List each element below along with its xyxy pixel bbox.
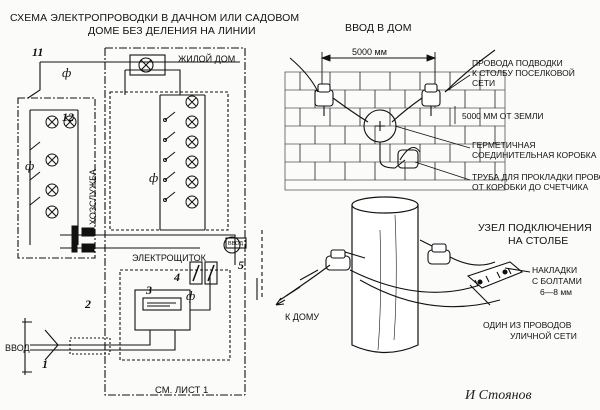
phase-mark-house: ф: [149, 170, 159, 185]
see-sheet-label: СМ. ЛИСТ 1: [155, 385, 209, 396]
wall-insulators: [314, 83, 441, 116]
panel-label: ЭЛЕКТРОЩИТОК: [132, 253, 206, 263]
pipe-label-1: ТРУБА ДЛЯ ПРОКЛАДКИ ПРОВОДА: [472, 172, 600, 182]
junction-blocks: [71, 225, 95, 253]
dimension-top-value: 5000 мм: [352, 47, 387, 57]
callout-5: 5: [238, 258, 244, 272]
to-house-label: К ДОМУ: [285, 312, 320, 322]
input-wires: [289, 49, 496, 169]
leader-lines-top: [394, 74, 471, 181]
pole-node-title-1: УЗЕЛ ПОДКЛЮЧЕНИЯ: [478, 222, 592, 234]
meter-tag: ВВОД: [228, 241, 244, 247]
plates-label-1: НАКЛАДКИ: [532, 265, 578, 275]
street-wire-label-1: ОДИН ИЗ ПРОВОДОВ: [483, 320, 572, 330]
callout-3: 3: [146, 283, 152, 297]
plates-label-3: 6—8 мм: [540, 287, 573, 297]
input-label: ВВОД: [5, 343, 30, 353]
box-label-1: ГЕРМЕТИЧНАЯ: [472, 140, 536, 150]
pole: [351, 196, 419, 354]
wires-label-3: СЕТИ: [472, 78, 496, 88]
pole-node-title-2: НА СТОЛБЕ: [508, 235, 569, 247]
lamp-symbols-house: [163, 95, 199, 209]
schema-title-line1: СХЕМА ЭЛЕКТРОПРОВОДКИ В ДАЧНОМ ИЛИ САДОВ…: [10, 12, 300, 24]
lamp-symbols-outbuilding: [29, 115, 77, 219]
pipe-label-2: ОТ КОРОБКИ ДО СЧЕТЧИКА: [472, 182, 589, 192]
callout-1: 1: [42, 357, 48, 371]
phase-mark-top: ф: [62, 65, 72, 80]
ground-height-label: 5000 мм ОТ ЗЕМЛИ: [462, 111, 544, 121]
callout-12: 12: [62, 110, 74, 124]
outbuilding-label: ХОЗСЛУЖБА: [88, 169, 98, 225]
callout-2: 2: [85, 297, 91, 311]
dimension-top: [320, 52, 437, 90]
house-label: ЖИЛОЙ ДОМ: [178, 54, 236, 64]
box-label-2: СОЕДИНИТЕЛЬНАЯ КОРОБКА: [472, 150, 597, 160]
pole-fittings: [275, 239, 531, 308]
schema-title-line2: ДОМЕ БЕЗ ДЕЛЕНИЯ НА ЛИНИИ: [88, 25, 256, 37]
wires-label-1: ПРОВОДА ПОДВОДКИ: [472, 58, 563, 68]
phase-mark-outbuilding: ф: [25, 158, 35, 173]
callout-11: 11: [32, 45, 44, 59]
wires-label-2: К СТОЛБУ ПОСЕЛКОВОЙ: [472, 68, 575, 78]
author-signature: И Стоянов: [465, 388, 532, 403]
street-wire-label-2: УЛИЧНОЙ СЕТИ: [510, 331, 577, 341]
entry-title: ВВОД В ДОМ: [345, 22, 412, 34]
plates-label-2: С БОЛТАМИ: [532, 276, 582, 286]
callout-4: 4: [174, 270, 180, 284]
phase-mark-panel: ф: [186, 288, 196, 303]
